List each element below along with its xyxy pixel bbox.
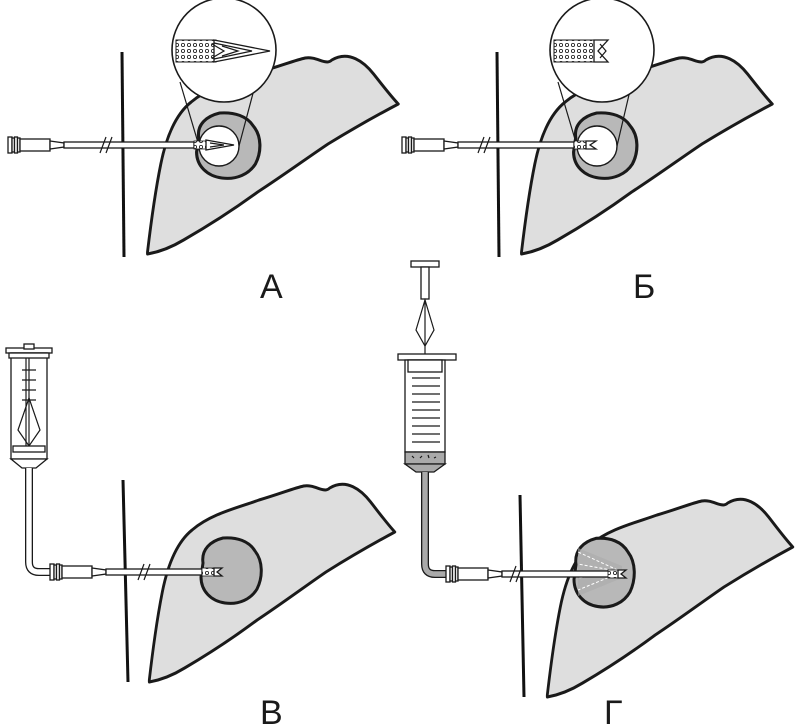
syringe-filled — [397, 260, 457, 473]
needle-tip-retracted-magnified — [553, 39, 610, 63]
needle-tip — [201, 567, 224, 577]
needle-tip-deployed-magnified — [175, 39, 271, 63]
body-wall-line — [120, 51, 126, 258]
organ-outline — [146, 54, 400, 256]
panel-label-b: Б — [633, 268, 655, 306]
needle-tip-deployed — [193, 139, 235, 151]
connecting-tube — [25, 468, 50, 576]
needle-shaft — [457, 141, 575, 149]
body-wall-line — [121, 479, 130, 683]
panel-label-d: Г — [604, 694, 622, 728]
needle-tip-retracted — [573, 140, 599, 150]
organ-outline — [147, 482, 397, 684]
body-wall-line — [518, 494, 526, 698]
needle-shaft — [105, 568, 203, 576]
magnified-view-circle — [549, 0, 655, 103]
panel-a: А — [7, 0, 400, 306]
panel-label-c: В — [260, 694, 283, 728]
needle-tip — [607, 569, 628, 579]
connecting-tube-filled — [421, 472, 446, 578]
panel-d: Г — [397, 260, 795, 728]
body-wall-line — [495, 51, 501, 258]
panel-c: В — [5, 343, 397, 728]
needle-shaft — [63, 141, 195, 149]
syringe-empty — [5, 343, 53, 469]
panel-b: Б — [401, 0, 774, 306]
panel-label-a: А — [260, 268, 283, 306]
